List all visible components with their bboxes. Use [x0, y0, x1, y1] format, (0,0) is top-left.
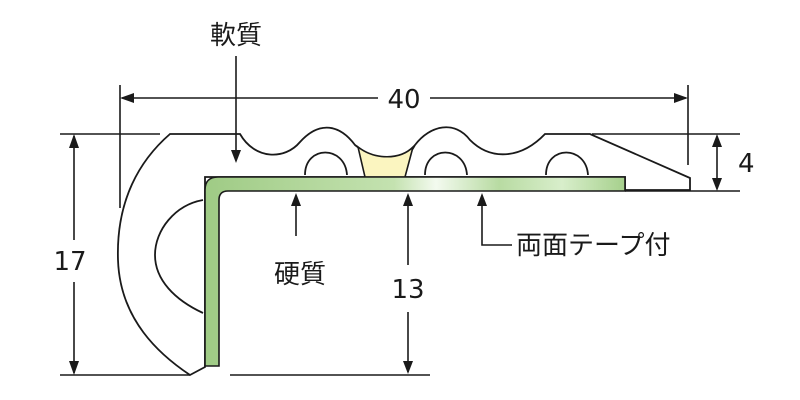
hard-core — [204, 176, 626, 367]
dim-4-arrow-bottom — [712, 178, 722, 191]
dim-17-label: 17 — [53, 247, 86, 277]
hard-material-label: 硬質 — [274, 260, 326, 290]
dim-width-arrow-left — [120, 93, 134, 103]
soft-lobe — [154, 199, 204, 314]
dim-13-arrow-top — [403, 193, 413, 206]
tape-arrow-head — [477, 193, 487, 206]
hollow-bump-2 — [424, 151, 468, 176]
hollow-bump-3 — [545, 151, 589, 176]
soft-arrow-head — [231, 150, 241, 163]
dim-17-arrow-top — [69, 134, 79, 148]
dim-4-label: 4 — [738, 149, 755, 179]
dim-width-label: 40 — [387, 85, 420, 115]
insert-strip — [356, 144, 415, 178]
dim-13-label: 13 — [391, 275, 424, 305]
hollow-bump-1 — [304, 151, 348, 176]
tape-label: 両面テープ付 — [516, 231, 670, 261]
dim-17-arrow-bottom — [69, 361, 79, 375]
dim-width-arrow-right — [674, 93, 688, 103]
soft-material-label: 軟質 — [210, 21, 262, 51]
tape-leader-line — [481, 200, 512, 246]
dim-4-arrow-top — [712, 134, 722, 147]
hard-arrow-head — [291, 193, 301, 206]
dim-13-arrow-bottom — [403, 361, 413, 374]
